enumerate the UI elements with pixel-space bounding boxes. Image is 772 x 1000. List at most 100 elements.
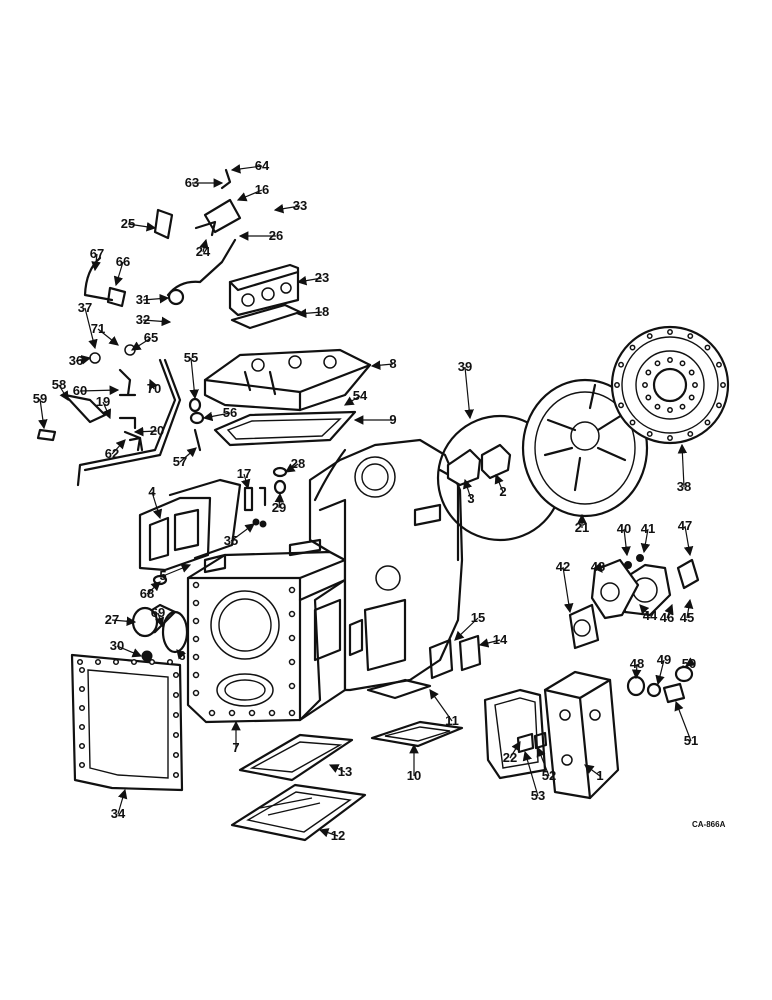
callout-labels: 1234567891011121314151617181920212223242… — [33, 158, 698, 843]
leader-line-52 — [536, 746, 550, 777]
side-cover-gasket — [70, 653, 184, 792]
callout-25: 25 — [121, 216, 135, 231]
leader-line-53 — [522, 750, 539, 797]
callout-37: 37 — [78, 300, 92, 315]
housing-bolt-hole — [208, 709, 216, 717]
callout-29: 29 — [272, 500, 286, 515]
clutch-disc-hole — [646, 333, 653, 339]
callout-43: 43 — [591, 559, 605, 574]
callout-12: 12 — [331, 828, 345, 843]
callout-70: 70 — [147, 381, 161, 396]
gasket-bolt-hole — [78, 666, 86, 674]
gasket-bolt-hole — [172, 751, 180, 759]
callout-48: 48 — [630, 656, 644, 671]
callout-1: 1 — [596, 768, 603, 783]
gasket-bolt-hole — [172, 771, 180, 779]
callout-15: 15 — [471, 610, 485, 625]
leader-line-30 — [116, 645, 143, 658]
leader-line-4 — [151, 491, 163, 520]
callout-47: 47 — [678, 518, 692, 533]
leader-line-59 — [38, 398, 48, 430]
callout-68: 68 — [140, 586, 154, 601]
gasket-bolt-hole — [172, 711, 180, 719]
clutch-disc-hole — [629, 419, 636, 426]
clutch-disc-hole — [704, 419, 711, 426]
callout-55: 55 — [184, 350, 198, 365]
leader-line-20 — [133, 426, 158, 437]
gasket-bolt-hole — [148, 658, 156, 666]
leader-line-68 — [146, 581, 161, 595]
leader-line-15 — [454, 617, 479, 641]
callout-41: 41 — [641, 521, 655, 536]
gasket-bolt-hole — [78, 685, 86, 693]
housing-bolt-hole — [192, 617, 200, 625]
callout-60: 60 — [73, 383, 87, 398]
housing-bolt-hole — [192, 689, 200, 697]
leader-line-1 — [584, 764, 601, 777]
leader-line-32 — [142, 316, 172, 327]
drawing-code: CA-866A — [692, 820, 726, 829]
leader-line-12 — [318, 828, 339, 838]
lower-pans — [230, 733, 367, 842]
leader-line-17 — [241, 473, 251, 490]
callout-6: 6 — [178, 648, 185, 663]
clutch-disc-hole — [716, 361, 722, 368]
leader-line-27 — [111, 616, 137, 627]
callout-69: 69 — [151, 605, 165, 620]
cover-gaskets — [366, 634, 482, 748]
callout-11: 11 — [445, 713, 459, 728]
housing-bolt-hole — [288, 634, 296, 642]
callout-53: 53 — [531, 788, 545, 803]
leader-line-40 — [621, 528, 631, 557]
leader-line-22 — [509, 740, 521, 759]
callout-36: 36 — [69, 353, 83, 368]
callout-leaders — [38, 164, 696, 838]
leader-line-39 — [464, 366, 474, 420]
callout-18: 18 — [315, 304, 329, 319]
leader-line-56 — [202, 411, 231, 422]
leader-line-45 — [683, 598, 694, 619]
leader-line-35 — [230, 523, 255, 542]
callout-3: 3 — [467, 491, 474, 506]
gasket-bolt-hole — [172, 731, 180, 739]
callout-56: 56 — [223, 405, 237, 420]
leader-line-55 — [189, 357, 199, 400]
clutch-disc-hole — [704, 344, 711, 351]
housing-bolt-hole — [192, 635, 200, 643]
clutch-disc-hole — [687, 333, 694, 339]
leader-line-28 — [285, 463, 299, 473]
callout-51: 51 — [684, 733, 698, 748]
leader-line-3 — [462, 478, 473, 500]
callout-57: 57 — [173, 454, 187, 469]
gasket-bolt-hole — [112, 658, 120, 666]
clutch-disc-hole — [618, 402, 624, 409]
housing-bolt-hole — [192, 581, 200, 589]
callout-39: 39 — [458, 359, 472, 374]
pump-fittings — [626, 665, 694, 704]
leader-line-2 — [494, 473, 504, 493]
clutch-disc-hole — [688, 394, 695, 401]
flywheel-plate — [521, 378, 649, 518]
clutch-disc-hole — [667, 329, 673, 335]
callout-28: 28 — [291, 456, 305, 471]
callout-10: 10 — [407, 768, 421, 783]
leader-line-33 — [273, 203, 301, 214]
leader-line-6 — [176, 649, 187, 660]
clutch-disc-hole — [720, 382, 726, 388]
callout-21: 21 — [575, 520, 589, 535]
clutch-disc-holes — [614, 329, 726, 441]
clutch-disc-hole — [645, 369, 652, 376]
callout-64: 64 — [255, 158, 270, 173]
clutch-disc-hole — [642, 382, 648, 388]
leader-line-8 — [370, 360, 394, 370]
housing-bolt-hole — [288, 682, 296, 690]
leader-line-23 — [296, 275, 323, 286]
gasket-bolt-hole — [172, 691, 180, 699]
clutch-disc-hole — [654, 360, 661, 367]
callout-7: 7 — [232, 740, 239, 755]
leader-line-44 — [639, 604, 651, 617]
callout-46: 46 — [660, 610, 674, 625]
clutch-disc-hole — [654, 403, 661, 410]
callout-34: 34 — [111, 806, 126, 821]
callout-58: 58 — [52, 377, 66, 392]
